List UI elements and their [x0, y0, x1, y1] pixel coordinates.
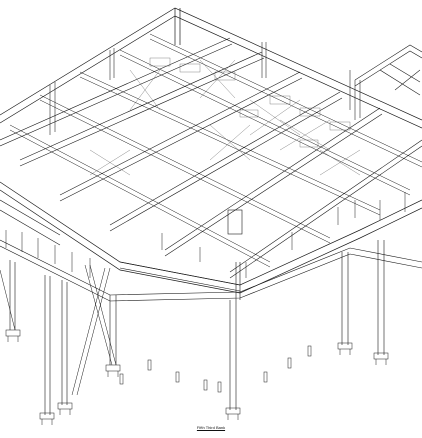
column-base-plates — [5, 329, 389, 425]
secondary-beams — [9, 33, 422, 268]
purlin-bracing — [89, 57, 361, 176]
roof-frame-outline — [0, 7, 422, 294]
columns — [9, 240, 385, 415]
primary-girders — [0, 37, 422, 279]
left-gable-frame — [0, 48, 115, 246]
footing-piers — [119, 345, 312, 393]
diagonal-braces — [0, 264, 117, 396]
edge-railing-posts — [5, 192, 406, 278]
lower-perimeter-beam — [0, 209, 422, 302]
drawing-caption: Fifth Third Bank — [196, 425, 226, 430]
upper-right-frame — [261, 42, 422, 120]
